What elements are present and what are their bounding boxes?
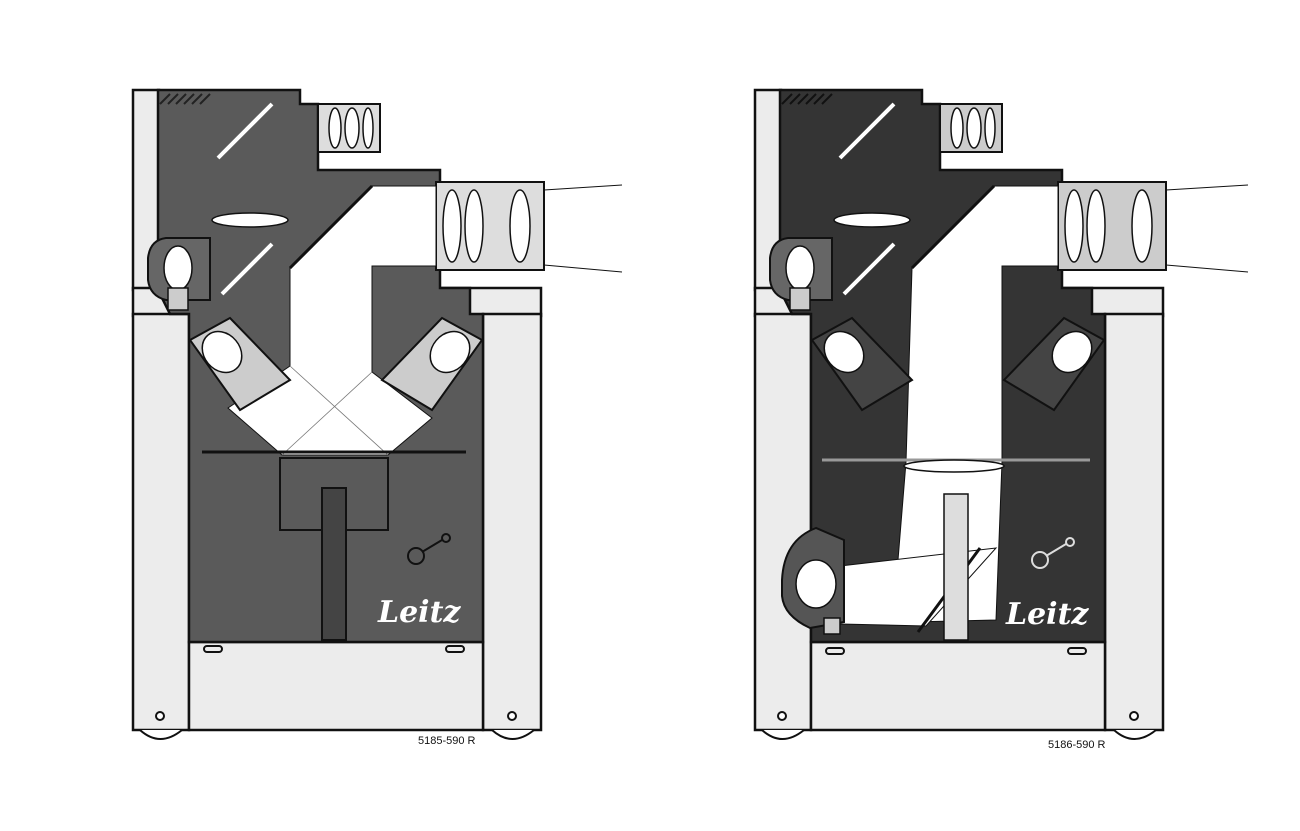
control-knob-icon xyxy=(1031,537,1075,569)
beam-splitter xyxy=(288,184,374,270)
upper-mirror xyxy=(216,102,274,160)
figure-code: 5185-590 R xyxy=(418,735,476,747)
control-knob-icon xyxy=(407,533,451,565)
mirror-small xyxy=(842,242,896,296)
light-path xyxy=(897,185,1059,623)
hatched-corner xyxy=(159,93,211,105)
outer-frame xyxy=(753,88,1165,732)
projector-diagram-right: Leitz 5186-590 R xyxy=(650,0,1300,831)
diagram-drawing: Leitz 5185-590 R xyxy=(131,88,623,747)
exit-rays xyxy=(543,184,623,273)
lamp-diagonal-left xyxy=(188,316,292,412)
figure-code: 5186-590 R xyxy=(1048,739,1106,751)
column xyxy=(943,493,969,641)
exit-rays xyxy=(1165,184,1249,273)
lamp-diagonal-right xyxy=(380,316,484,412)
beam-splitter xyxy=(910,184,996,270)
brand-logo: Leitz xyxy=(377,595,461,630)
lamp-lower xyxy=(781,526,845,635)
projector-diagram-left: Leitz 5185-590 R xyxy=(131,88,623,747)
upper-mirror xyxy=(838,102,896,160)
stage-lens xyxy=(903,459,1005,473)
lamp-diagonal-right xyxy=(1002,316,1106,412)
feet xyxy=(139,711,535,740)
hatched-corner xyxy=(781,93,833,105)
projection-lens xyxy=(1057,181,1167,271)
condenser-lens xyxy=(211,212,289,228)
slots xyxy=(825,647,1087,655)
eyepiece-lens xyxy=(939,103,1003,153)
diagram-drawing: Leitz 5186-590 R xyxy=(753,88,1249,751)
slots xyxy=(203,645,465,653)
eyepiece-lens xyxy=(317,103,381,153)
feet xyxy=(761,711,1157,740)
lamp-side-left xyxy=(769,237,833,311)
lamp-diagonal-left xyxy=(810,316,914,412)
ray-lines xyxy=(281,365,389,456)
brand-logo: Leitz xyxy=(1005,597,1089,632)
condenser-lens xyxy=(833,212,911,228)
column xyxy=(321,487,347,641)
projection-lens xyxy=(435,181,545,271)
lamp-side-left xyxy=(147,237,211,311)
mirror-small xyxy=(220,242,274,296)
